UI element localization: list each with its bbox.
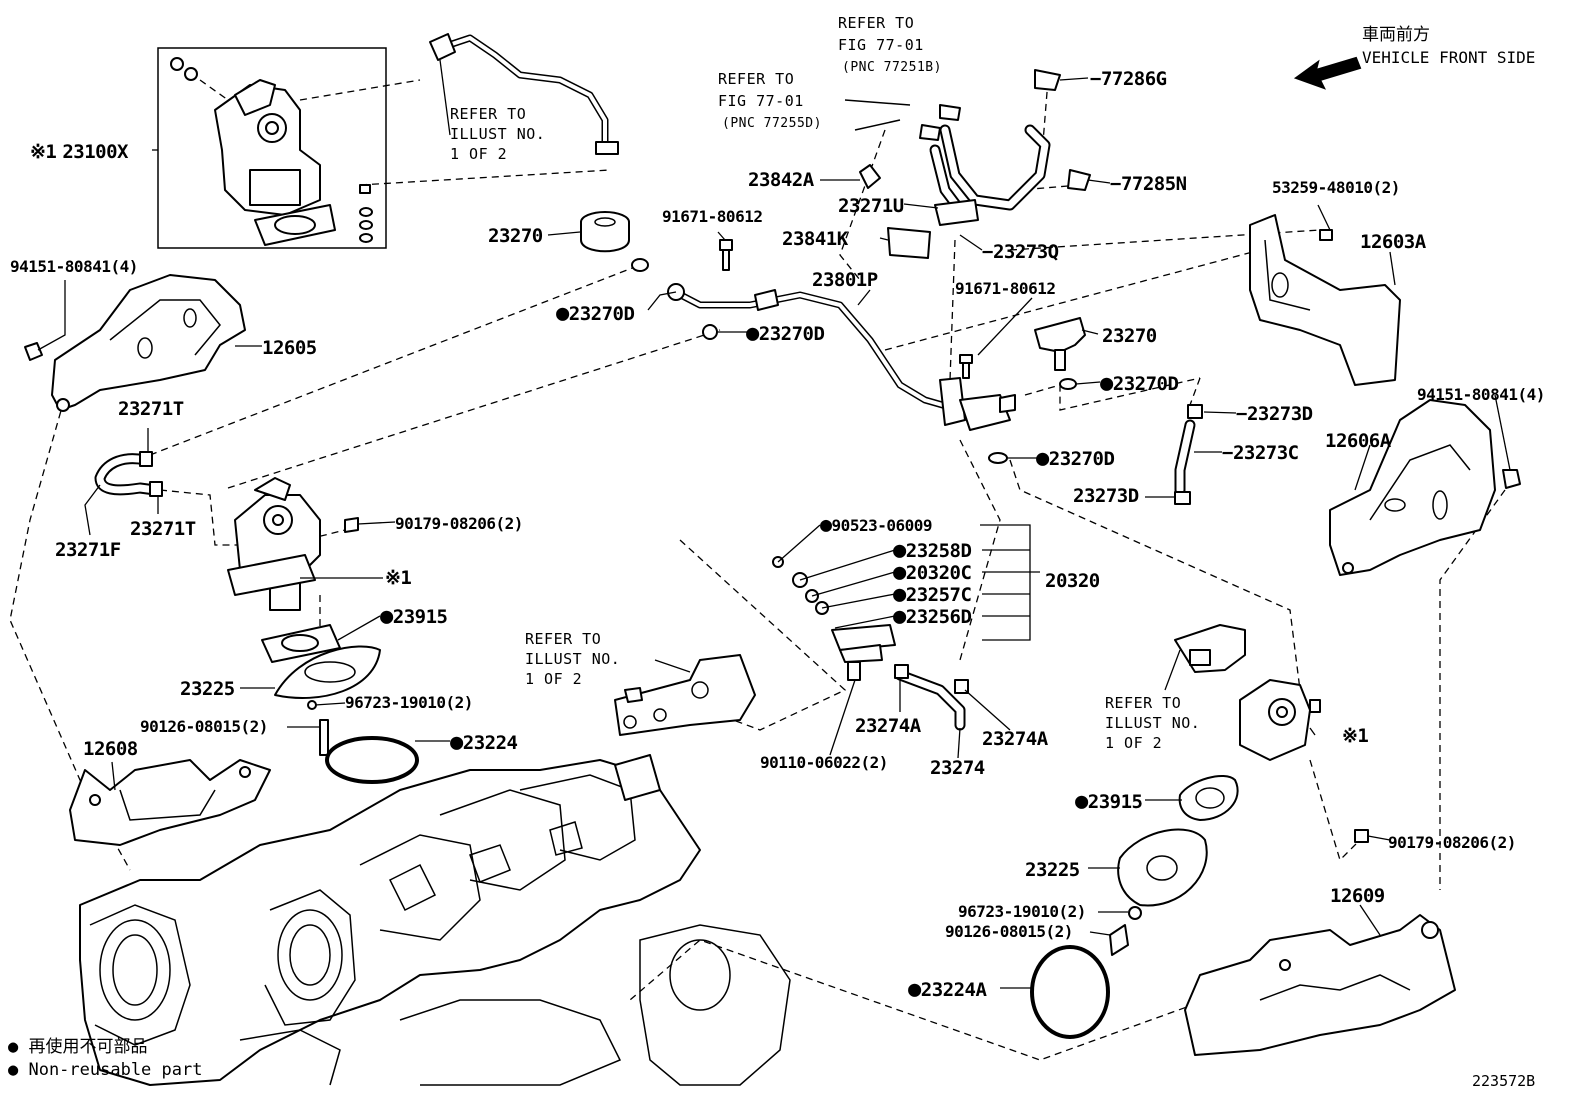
label-23801P: 23801P xyxy=(812,269,878,291)
label-23270D-4: ●23270D xyxy=(1036,446,1114,471)
right-pump-assembly xyxy=(1030,624,1369,1039)
label-91671-b: 91671-80612 xyxy=(955,279,1055,298)
label-23273D-2: 23273D xyxy=(1073,485,1139,507)
label-12606A: 12606A xyxy=(1325,430,1392,452)
label-23270D-2: ●23270D xyxy=(746,321,824,346)
intake-manifold xyxy=(79,754,791,1086)
vapor-hoses xyxy=(844,69,1091,259)
label-23273D-1: −23273D xyxy=(1236,403,1313,425)
arrow-left-icon xyxy=(1293,56,1362,90)
fuel-pipe-23801P xyxy=(667,283,1016,431)
fuel-pipe-top xyxy=(429,33,619,155)
insulator-12608 xyxy=(69,759,271,846)
label-23274A-1: 23274A xyxy=(855,715,922,737)
label-23270D-3: ●23270D xyxy=(1100,371,1178,396)
label-94151-b: 94151-80841(4) xyxy=(1417,385,1545,404)
label-23225-a: 23225 xyxy=(180,678,235,700)
label-23271T-2: 23271T xyxy=(130,518,196,540)
label-23270D-1: ●23270D xyxy=(556,301,634,326)
label-20320: 20320 xyxy=(1045,570,1100,592)
label-23842A: 23842A xyxy=(748,169,815,191)
label-23841K: 23841K xyxy=(782,228,849,250)
orientation-jp: 車両前方 xyxy=(1362,25,1430,45)
label-23274A-2: 23274A xyxy=(982,728,1049,750)
label-23271F: 23271F xyxy=(55,539,121,561)
label-96723-a: 96723-19010(2) xyxy=(345,693,473,712)
label-90179-b: 90179-08206(2) xyxy=(1388,833,1516,852)
label-94151-a: 94151-80841(4) xyxy=(10,257,138,276)
label-23915-a: ●23915 xyxy=(380,604,448,629)
label-91671-a: 91671-80612 xyxy=(662,207,762,226)
refer-notes: REFER TO FIG 77-01 (PNC 77251B) REFER TO… xyxy=(450,14,1210,752)
label-23273Q: −23273Q xyxy=(982,241,1059,263)
label-12603A: 12603A xyxy=(1360,231,1427,253)
label-20320C: ●20320C xyxy=(893,560,971,585)
legend: ● 再使用不可部品 ● Non-reusable part xyxy=(8,1036,202,1080)
legend-jp: ● 再使用不可部品 xyxy=(8,1036,147,1057)
label-mark1-left: ※1 xyxy=(385,567,411,589)
label-23274: 23274 xyxy=(930,757,985,779)
bolts-91671 xyxy=(719,239,973,379)
label-23258D: ●23258D xyxy=(893,538,971,563)
label-23225-b: 23225 xyxy=(1025,859,1080,881)
insulator-12606A xyxy=(1329,399,1521,576)
left-pump-assembly xyxy=(227,477,419,784)
label-12609: 12609 xyxy=(1330,885,1385,907)
legend-en: ● Non-reusable part xyxy=(8,1060,202,1080)
vehicle-front-side: 車両前方 VEHICLE FRONT SIDE xyxy=(1362,25,1535,67)
orientation-en: VEHICLE FRONT SIDE xyxy=(1362,48,1535,67)
hose-23271F xyxy=(94,451,163,497)
label-23257C: ●23257C xyxy=(893,582,971,607)
label-23271T-1: 23271T xyxy=(118,398,184,420)
hose-23273C xyxy=(1174,404,1203,505)
label-23224A: ●23224A xyxy=(908,977,987,1002)
pulsation-damper-23270a xyxy=(580,211,718,340)
fuel-rail-center xyxy=(614,654,756,736)
label-mark1-right: ※1 xyxy=(1342,725,1368,747)
label-12608: 12608 xyxy=(83,738,138,760)
label-23270-a: 23270 xyxy=(488,225,543,247)
label-23273C: −23273C xyxy=(1222,442,1299,464)
label-leaders xyxy=(37,59,1511,989)
label-90126-a: 90126-08015(2) xyxy=(140,717,268,736)
injector-group xyxy=(772,556,969,731)
label-90179-a: 90179-08206(2) xyxy=(395,514,523,533)
note-refer-fig-b: REFER TO FIG 77-01 (PNC 77255D) xyxy=(718,70,822,131)
note-refer-illust-c: REFER TO ILLUST NO. 1 OF 2 xyxy=(1105,694,1210,752)
pump-inset-box xyxy=(152,47,421,249)
note-refer-fig-a: REFER TO FIG 77-01 (PNC 77251B) xyxy=(838,14,942,75)
label-12605: 12605 xyxy=(262,337,317,359)
insulator-12603A xyxy=(1249,214,1401,386)
label-77286G: −77286G xyxy=(1090,68,1167,90)
insulator-12609 xyxy=(1184,914,1456,1056)
label-23271U: 23271U xyxy=(838,195,904,217)
label-23915-b: ●23915 xyxy=(1075,789,1143,814)
insulator-12605 xyxy=(24,274,246,412)
label-23224: ●23224 xyxy=(450,730,518,755)
figure-id: 223572B xyxy=(1472,1072,1535,1090)
label-23256D: ●23256D xyxy=(893,604,971,629)
pulsation-damper-23270b xyxy=(988,317,1086,464)
label-77285N: −77285N xyxy=(1110,173,1187,195)
label-96723-b: 96723-19010(2) xyxy=(958,902,1086,921)
label-90110: 90110-06022(2) xyxy=(760,753,888,772)
label-23270-b: 23270 xyxy=(1102,325,1157,347)
note-refer-illust-a: REFER TO ILLUST NO. 1 OF 2 xyxy=(450,105,555,163)
label-53259: 53259-48010(2) xyxy=(1272,178,1400,197)
label-90126-b: 90126-08015(2) xyxy=(945,922,1073,941)
label-90523: ●90523-06009 xyxy=(820,512,932,536)
note-refer-illust-b: REFER TO ILLUST NO. 1 OF 2 xyxy=(525,630,630,688)
